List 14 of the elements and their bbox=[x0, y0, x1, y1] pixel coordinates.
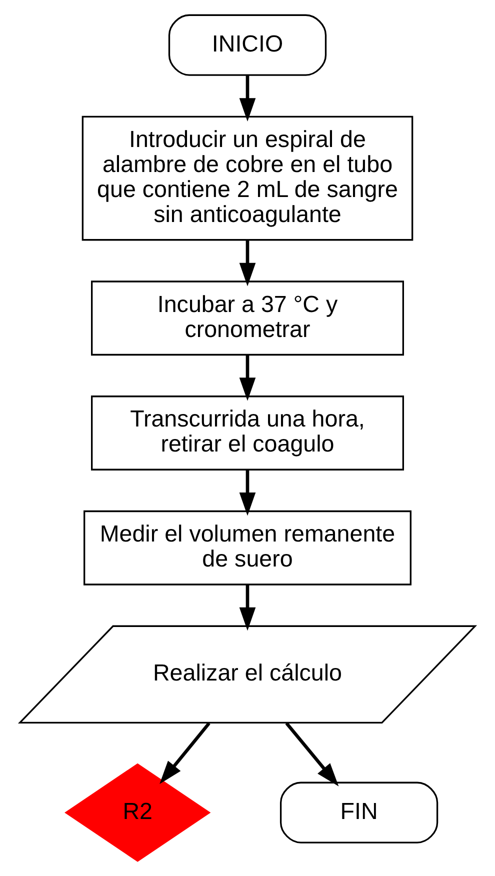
node-box: Incubar a 37 °C y cronometrar bbox=[91, 280, 404, 356]
arrow bbox=[239, 470, 256, 516]
arrow bbox=[239, 584, 256, 631]
arrow bbox=[239, 76, 256, 122]
node-box: Transcurrida una hora, retirar el coagulo bbox=[91, 396, 404, 470]
node-box: Medir el volumen remanente de suero bbox=[84, 510, 412, 586]
arrow bbox=[160, 722, 210, 784]
node-box: Introducir un espiral de alambre de cobre en el tubo que contiene 2 mL de sangre sin anticoagulante bbox=[82, 116, 414, 241]
arrow bbox=[239, 355, 256, 401]
arrow bbox=[285, 722, 339, 786]
node-box: FIN bbox=[280, 782, 438, 844]
arrow bbox=[239, 240, 256, 286]
node-box: INICIO bbox=[168, 14, 327, 76]
node-diamond: R2 bbox=[64, 763, 211, 862]
